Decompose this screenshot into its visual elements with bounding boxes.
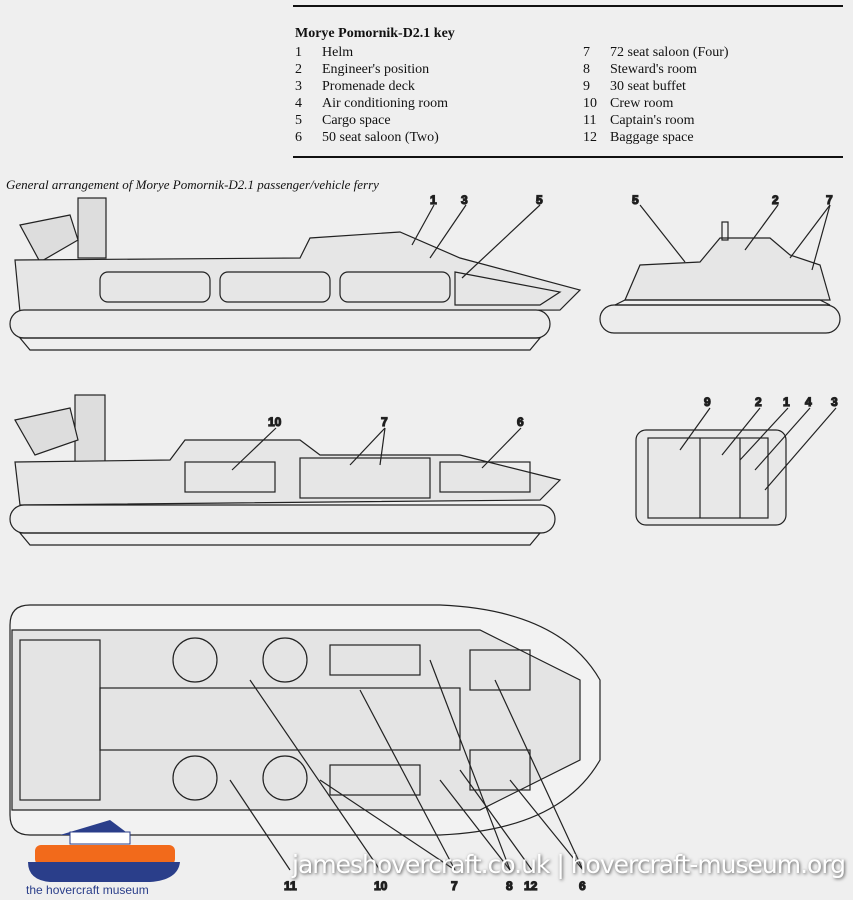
callout-plan-8: 8 [506,879,513,893]
callout-plan-11: 11 [284,879,297,893]
key-bottom-rule [293,156,843,158]
callout-front-2: 2 [772,193,779,207]
key-label: Captain's room [610,113,695,128]
side-elevation [9,197,582,351]
key-number: 10 [583,96,597,111]
key-item: 12 Baggage space [583,129,729,146]
callout-deck-3: 3 [831,395,838,409]
callout-plan-7: 7 [451,879,458,893]
key-label: Promenade deck [322,79,415,94]
callout-deck-1: 1 [783,395,790,409]
key-item: 11 Captain's room [583,112,729,129]
key-item: 5 Cargo space [295,112,448,129]
key-item: 10 Crew room [583,95,729,112]
key-column-right: 7 72 seat saloon (Four) 8 Steward's room 9… [583,44,729,146]
front-elevation [599,204,841,334]
callout-section-10: 10 [268,415,282,429]
callout-deck-2: 2 [755,395,762,409]
key-label: Baggage space [610,130,694,145]
key-item: 8 Steward's room [583,61,729,78]
callout-plan-6: 6 [579,879,586,893]
key-label: Crew room [610,96,674,111]
callout-section-6: 6 [517,415,524,429]
key-number: 12 [583,130,597,145]
key-column-left: 1 Helm 2 Engineer's position 3 Promenade de… [295,44,448,146]
key-number: 2 [295,62,302,77]
key-number: 7 [583,45,590,60]
key-label: Engineer's position [322,62,430,77]
key-number: 8 [583,62,590,77]
hovercraft-museum-logo [28,820,180,882]
key-number: 3 [295,79,302,94]
key-number: 5 [295,113,302,128]
key-number: 1 [295,45,302,60]
key-label: Air conditioning room [322,96,448,111]
key-item: 2 Engineer's position [295,61,448,78]
logo-text: the hovercraft museum [26,883,149,897]
plan-view [9,604,601,871]
callout-plan-12: 12 [524,879,538,893]
callout-front-7: 7 [826,193,833,207]
key-number: 6 [295,130,302,145]
callout-side-1: 1 [430,193,437,207]
key-label: Helm [322,45,354,60]
key-number: 9 [583,79,590,94]
key-label: 50 seat saloon (Two) [322,130,439,145]
key-title: Morye Pomornik-D2.1 key [295,26,455,41]
figure-caption: General arrangement of Morye Pomornik-D2… [6,177,379,192]
deckhouse-plan [635,407,837,526]
key-label: 30 seat buffet [610,79,686,94]
callout-front-5: 5 [632,193,639,207]
watermark: jameshovercraft.co.uk | hovercraft-museu… [292,850,846,879]
key-item: 6 50 seat saloon (Two) [295,129,448,146]
key-number: 4 [295,96,302,111]
callout-side-5: 5 [536,193,543,207]
key-item: 4 Air conditioning room [295,95,448,112]
key-label: Cargo space [322,113,391,128]
callout-section-7: 7 [381,415,388,429]
callout-side-3: 3 [461,193,468,207]
key-label: Steward's room [610,62,697,77]
key-item: 9 30 seat buffet [583,78,729,95]
callout-plan-10: 10 [374,879,388,893]
callout-deck-4: 4 [805,395,812,409]
key-label: 72 seat saloon (Four) [610,45,729,60]
key-item: 7 72 seat saloon (Four) [583,44,729,61]
key-item: 3 Promenade deck [295,78,448,95]
key-item: 1 Helm [295,44,448,61]
key-number: 11 [583,113,597,128]
key-top-rule [293,5,843,7]
callout-deck-9: 9 [704,395,711,409]
longitudinal-section [9,394,562,546]
